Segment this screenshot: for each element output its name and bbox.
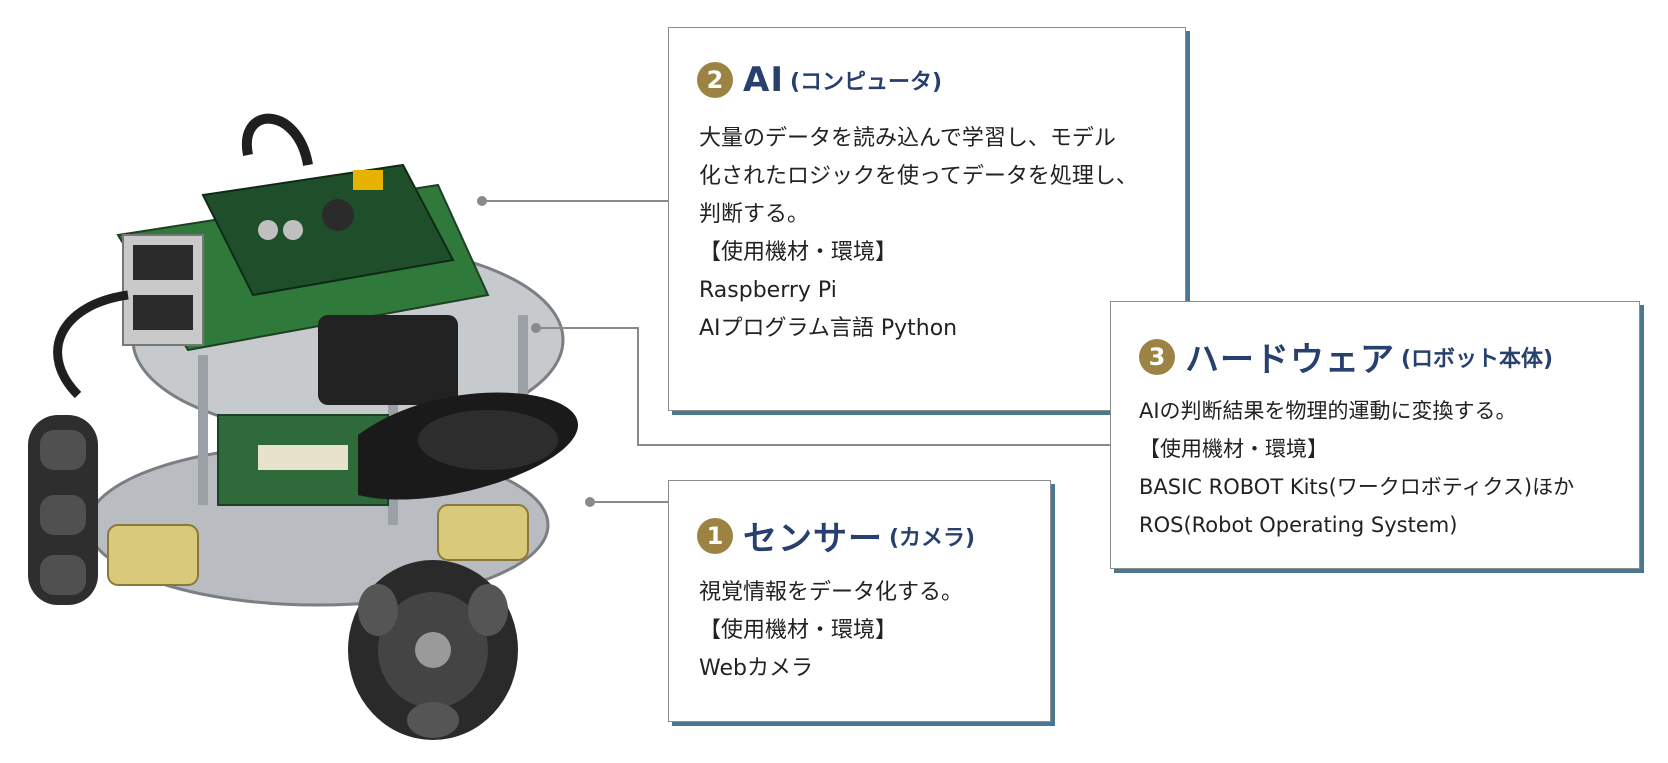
omni-wheel-front bbox=[348, 560, 518, 740]
card-hardware-heading: 3 ハードウェア (ロボット本体) bbox=[1139, 332, 1553, 381]
robot-photo bbox=[28, 113, 578, 740]
hat-board bbox=[201, 163, 455, 297]
card-subtitle: (ロボット本体) bbox=[1401, 346, 1554, 372]
card-sensor: 1 センサー (カメラ) 視覚情報をデータ化する。 【使用機材・環境】 Webカ… bbox=[668, 480, 1051, 722]
card-hardware-body: AIの判断結果を物理的運動に変換する。 【使用機材・環境】 BASIC ROBO… bbox=[1139, 392, 1574, 544]
omni-wheel-left bbox=[28, 415, 98, 605]
equipment-heading: 【使用機材・環境】 bbox=[1139, 437, 1328, 461]
description-line: 大量のデータを読み込んで学習し、モデル bbox=[699, 126, 1116, 151]
gear-motor-left bbox=[107, 524, 199, 586]
card-ai-heading: 2 AI (コンピュータ) bbox=[697, 60, 942, 100]
card-ai: 2 AI (コンピュータ) 大量のデータを読み込んで学習し、モデル 化されたロジ… bbox=[668, 27, 1186, 411]
card-title: センサー bbox=[743, 519, 883, 559]
card-title: AI bbox=[743, 60, 784, 100]
number-badge: 3 bbox=[1139, 338, 1175, 375]
usb-cable bbox=[53, 290, 129, 399]
description-line: 視覚情報をデータ化する。 bbox=[699, 580, 964, 605]
power-cable bbox=[241, 113, 313, 166]
equipment-item: Raspberry Pi bbox=[699, 278, 837, 303]
gear-motor-right bbox=[437, 504, 529, 561]
equipment-item: Webカメラ bbox=[699, 656, 813, 681]
webcam bbox=[318, 315, 578, 500]
number-badge: 1 bbox=[697, 517, 733, 554]
equipment-item: AIプログラム言語 Python bbox=[699, 316, 958, 341]
number-badge: 2 bbox=[697, 62, 733, 98]
description-line: 化されたロジックを使ってデータを処理し、 bbox=[699, 164, 1138, 189]
description-line: AIの判断結果を物理的運動に変換する。 bbox=[1139, 399, 1517, 423]
description-line: 判断する。 bbox=[699, 202, 810, 227]
equipment-heading: 【使用機材・環境】 bbox=[699, 240, 898, 265]
card-subtitle: (カメラ) bbox=[889, 525, 976, 551]
card-ai-body: 大量のデータを読み込んで学習し、モデル 化されたロジックを使ってデータを処理し、… bbox=[699, 120, 1138, 348]
equipment-item: ROS(Robot Operating System) bbox=[1139, 513, 1458, 537]
card-hardware: 3 ハードウェア (ロボット本体) AIの判断結果を物理的運動に変換する。 【使… bbox=[1110, 301, 1640, 569]
card-sensor-heading: 1 センサー (カメラ) bbox=[697, 511, 975, 560]
card-title: ハードウェア bbox=[1185, 340, 1395, 380]
card-sensor-body: 視覚情報をデータ化する。 【使用機材・環境】 Webカメラ bbox=[699, 574, 963, 688]
card-subtitle: (コンピュータ) bbox=[789, 70, 943, 95]
equipment-item: BASIC ROBOT Kits(ワークロボティクス)ほか bbox=[1139, 475, 1575, 499]
equipment-heading: 【使用機材・環境】 bbox=[699, 618, 898, 643]
